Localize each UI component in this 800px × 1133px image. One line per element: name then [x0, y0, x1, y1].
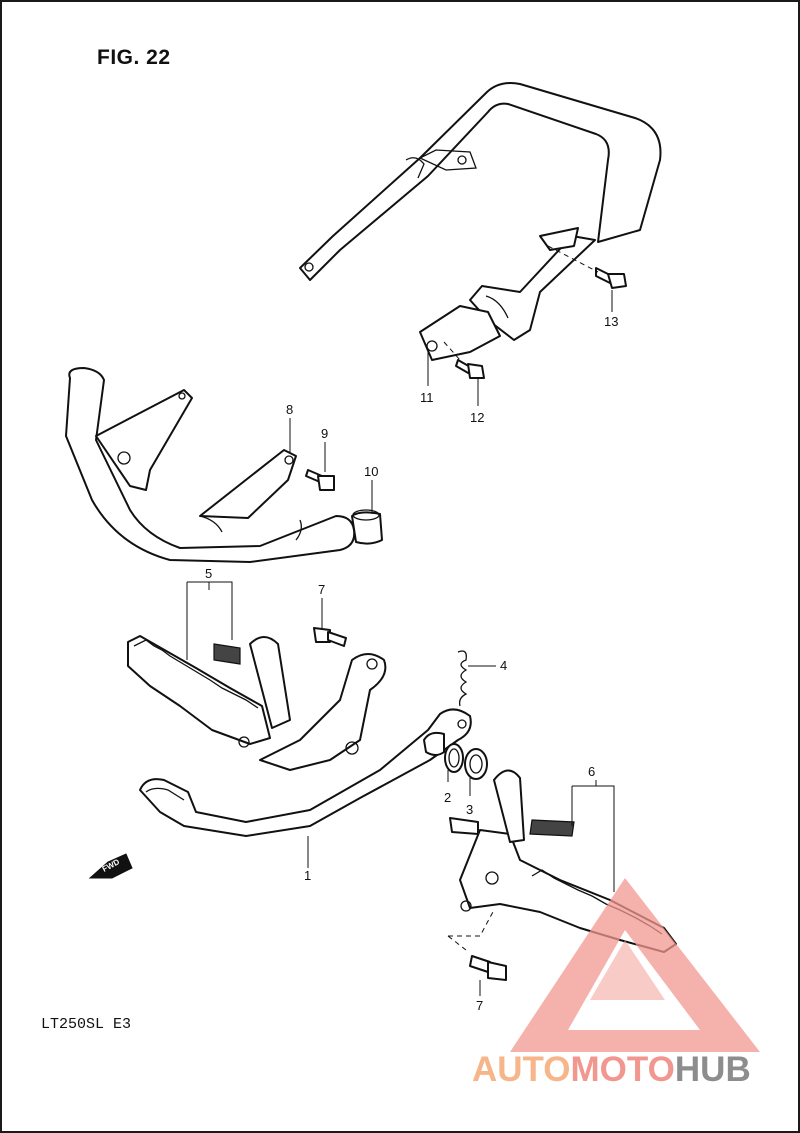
callout-13: 13: [604, 314, 618, 329]
left-footrest-5: [127, 635, 387, 771]
callout-9: 9: [321, 426, 328, 441]
front-guard-bar: [65, 367, 356, 563]
rear-grab-bar: [299, 82, 662, 361]
callout-8: 8: [286, 402, 293, 417]
return-spring-4: [457, 650, 468, 707]
watermark-logo-text: AUTOMOTOHUB: [472, 1050, 751, 1089]
callout-11: 11: [420, 390, 434, 405]
callout-2: 2: [444, 790, 451, 805]
brake-pedal-1: [139, 708, 472, 837]
bolt-9: [305, 469, 335, 491]
callout-7-upper: 7: [318, 582, 325, 597]
leader-lines: [186, 245, 615, 996]
callout-6: 6: [588, 764, 595, 779]
bolt-13: [595, 267, 627, 289]
bolt-7-lower: [469, 955, 507, 981]
callout-7-lower: 7: [476, 998, 483, 1013]
callout-5: 5: [205, 566, 212, 581]
bolt-12: [455, 359, 485, 379]
figure-title: FIG. 22: [97, 46, 171, 69]
washer-2: [444, 743, 464, 773]
model-code: LT250SL E3: [41, 1016, 132, 1033]
callout-numbers: 1 2 3 4 5 6 7 7 8 9 10 11 12 13: [205, 314, 618, 1013]
bolt-7-upper: [313, 627, 347, 647]
callout-12: 12: [470, 410, 484, 425]
callout-1: 1: [304, 868, 311, 883]
callout-4: 4: [500, 658, 507, 673]
washer-3: [464, 748, 488, 780]
callout-10: 10: [364, 464, 378, 479]
end-cap-10: [351, 509, 383, 545]
callout-3: 3: [466, 802, 473, 817]
